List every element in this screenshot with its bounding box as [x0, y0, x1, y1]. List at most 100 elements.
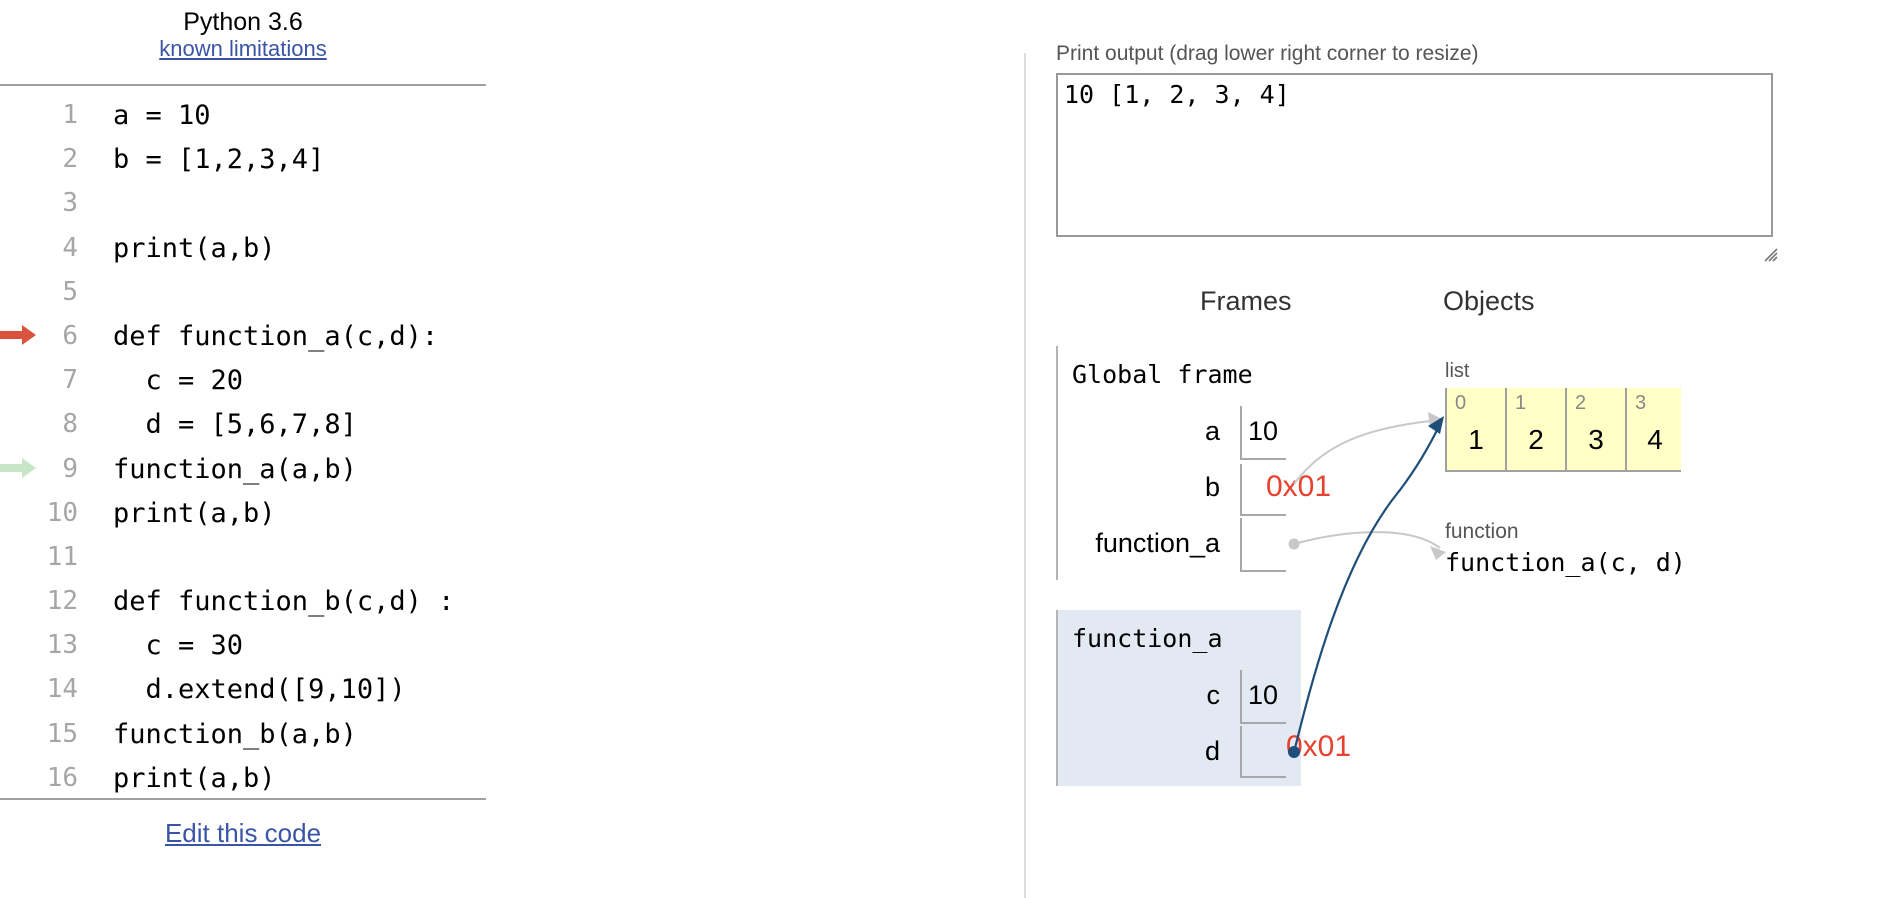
- list-cell: 2 3: [1567, 388, 1627, 470]
- list-value: 2: [1528, 424, 1544, 455]
- line-number: 8: [62, 409, 78, 440]
- line-number: 6: [62, 320, 78, 351]
- function-type-label: function: [1445, 520, 1519, 543]
- list-value: 3: [1588, 424, 1604, 455]
- code-line: 15 function_b(a,b): [0, 711, 486, 755]
- list-cell: 0 1: [1447, 388, 1507, 470]
- var-name-b: b: [1204, 472, 1220, 502]
- var-name-function-a: function_a: [1095, 528, 1220, 558]
- function-signature: function_a(c, d): [1445, 548, 1686, 577]
- line-code: def function_b(c,d) :: [113, 586, 455, 618]
- list-index: 0: [1455, 392, 1467, 414]
- var-name-a: a: [1204, 416, 1220, 446]
- line-number: 15: [46, 718, 78, 749]
- var-cell-c: [1240, 670, 1286, 724]
- line-number: 9: [62, 453, 78, 484]
- code-line: 1 a = 10: [0, 92, 486, 136]
- print-output-box[interactable]: [1056, 73, 1773, 237]
- code-bottom-rule: [0, 798, 486, 800]
- line-code: print(a,b): [113, 232, 276, 264]
- language-title: Python 3.6: [183, 8, 303, 36]
- line-code: d.extend([9,10]): [113, 674, 406, 706]
- print-output-label: Print output (drag lower right corner to…: [1056, 42, 1479, 65]
- global-frame-title: Global frame: [1072, 360, 1253, 389]
- var-value-c: 10: [1248, 680, 1279, 710]
- var-cell-a: [1240, 406, 1286, 460]
- var-cell-d: [1240, 726, 1286, 778]
- list-cell: 3 4: [1627, 388, 1683, 470]
- code-line: 10 print(a,b): [0, 490, 486, 534]
- line-number: 10: [46, 497, 78, 528]
- code-line: 12 def function_b(c,d) :: [0, 578, 486, 622]
- code-line: 3: [0, 180, 486, 224]
- print-output-text: 10 [1, 2, 3, 4]: [1064, 80, 1290, 109]
- code-panel: Python 3.6 known limitations 1 a = 10 2 …: [0, 0, 486, 858]
- line-number: 14: [46, 674, 78, 705]
- code-line: 11: [0, 534, 486, 578]
- line-code: print(a,b): [113, 762, 276, 794]
- code-line: 9 function_a(a,b): [0, 446, 486, 490]
- list-object: 0 1 1 2 2 3 3 4: [1445, 388, 1681, 472]
- resize-handle-icon[interactable]: [1762, 246, 1778, 262]
- pointer-label-d: 0x01: [1286, 730, 1352, 763]
- next-line-arrow-icon: [0, 324, 36, 345]
- function-a-frame-title: function_a: [1072, 624, 1223, 653]
- objects-heading: Objects: [1443, 286, 1535, 316]
- global-frame: Global frame a 10 b 0x01 function_a: [1056, 346, 1331, 580]
- code-line: 2 b = [1,2,3,4]: [0, 136, 486, 180]
- line-number: 12: [46, 586, 78, 617]
- line-number: 11: [46, 541, 78, 572]
- pointer-label-b: 0x01: [1266, 470, 1332, 503]
- pointer-arrow-function-a: [1293, 531, 1441, 549]
- line-code: print(a,b): [113, 497, 276, 529]
- line-code: b = [1,2,3,4]: [113, 144, 325, 176]
- code-line: 4 print(a,b): [0, 225, 486, 269]
- list-value: 1: [1468, 424, 1484, 455]
- frames-heading: Frames: [1200, 286, 1292, 316]
- line-code: function_b(a,b): [113, 718, 357, 750]
- code-listing: 1 a = 10 2 b = [1,2,3,4] 3 4 print(a,b) …: [0, 92, 486, 799]
- function-a-frame: function_a c 10 d 0x01: [1056, 610, 1351, 786]
- var-value-a: 10: [1248, 416, 1279, 446]
- current-line-arrow-shape: [0, 457, 36, 478]
- code-line: 7 c = 20: [0, 357, 486, 401]
- line-number: 4: [62, 232, 78, 263]
- line-code: c = 20: [113, 365, 244, 397]
- next-line-arrow-shape: [0, 324, 36, 345]
- line-code: d = [5,6,7,8]: [113, 409, 357, 441]
- current-line-arrow-icon: [0, 457, 36, 478]
- code-line: 8 d = [5,6,7,8]: [0, 401, 486, 445]
- line-number: 16: [46, 762, 78, 793]
- line-code: c = 30: [113, 630, 244, 662]
- code-line: 6 def function_a(c,d):: [0, 313, 486, 357]
- code-top-rule: [0, 84, 486, 86]
- pointer-arrowhead-b: [1428, 412, 1444, 428]
- var-name-c: c: [1206, 680, 1221, 710]
- list-index: 2: [1575, 392, 1587, 414]
- code-line: 13 c = 30: [0, 622, 486, 666]
- line-number: 5: [62, 276, 78, 307]
- var-cell-b: [1240, 464, 1286, 516]
- var-name-d: d: [1204, 736, 1220, 766]
- code-line: 16 print(a,b): [0, 755, 486, 799]
- line-code: a = 10: [113, 100, 211, 131]
- line-number: 2: [62, 144, 78, 175]
- edit-code-link[interactable]: Edit this code: [164, 818, 322, 848]
- list-index: 3: [1635, 392, 1647, 414]
- line-number: 7: [62, 365, 78, 396]
- code-line: 14 d.extend([9,10]): [0, 666, 486, 710]
- list-value: 4: [1647, 424, 1663, 455]
- pointer-arrowhead-d: [1428, 416, 1444, 434]
- line-number: 1: [62, 100, 78, 130]
- line-code: function_a(a,b): [113, 453, 357, 485]
- var-cell-function-a: [1240, 518, 1286, 572]
- line-number: 3: [62, 188, 78, 219]
- pointer-arrowhead-function-a: [1430, 546, 1446, 560]
- known-limitations-link[interactable]: known limitations: [159, 36, 327, 61]
- line-code: def function_a(c,d):: [113, 320, 439, 352]
- panel-divider: [1024, 53, 1026, 898]
- list-index: 1: [1515, 392, 1527, 414]
- line-number: 13: [46, 630, 78, 661]
- list-type-label: list: [1445, 360, 1470, 382]
- code-line: 5: [0, 269, 486, 313]
